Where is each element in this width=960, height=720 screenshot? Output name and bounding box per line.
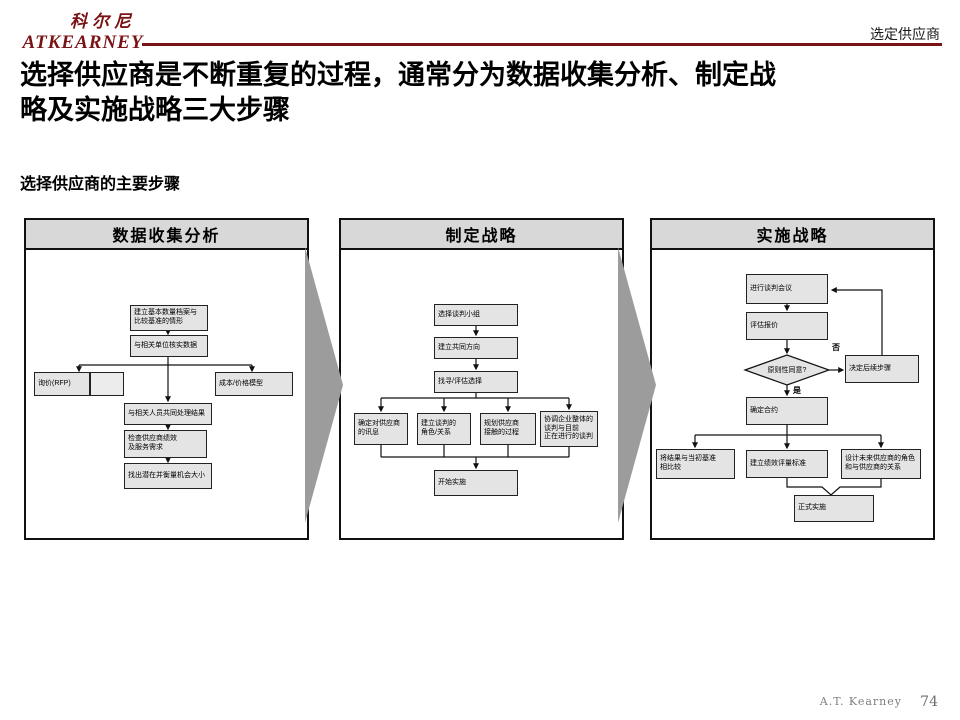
flow-box: 评估报价 <box>746 312 828 340</box>
flow-box: 检查供应商绩效 及服务需求 <box>124 430 207 458</box>
flow-connectors <box>76 329 255 464</box>
decision-diamond-label: 原则性同意? <box>767 367 807 374</box>
panel-data-collection-title: 数据收集分析 <box>26 220 307 250</box>
branch-no-label: 否 <box>832 343 840 352</box>
flow-box: 确定对供应商 的讯息 <box>354 413 408 445</box>
logo-chinese: 科尔尼 <box>70 12 136 31</box>
page-subtitle: 选择供应商的主要步骤 <box>20 176 181 193</box>
panel-strategy-development-title: 制定战略 <box>341 220 622 250</box>
flow-box: 开始实施 <box>434 470 518 496</box>
panel-strategy-implementation: 实施战略 <box>650 218 935 540</box>
panel-strategy-development-body: 选择谈判小组 建立共同方向 找寻/评估选择 确定对供应商 的讯息 建立谈判的 角… <box>341 250 622 536</box>
atkearney-logo: 科尔尼 ATKEARNEY <box>22 7 144 54</box>
flow-box: 建立共同方向 <box>434 337 518 359</box>
flow-box: 决定后续步骤 <box>845 355 919 383</box>
flow-box: 进行谈判会议 <box>746 274 828 304</box>
flow-box-blank <box>90 372 124 396</box>
page-title: 选择供应商是不断重复的过程，通常分为数据收集分析、制定战 略及实施战略三大步骤 <box>20 60 776 126</box>
flow-box: 找出潜在并衡量机会大小 <box>124 463 212 489</box>
flow-box: 与相关人员共同处理结果 <box>124 403 212 425</box>
flow-box: 询价(RFP) <box>34 372 90 396</box>
flow-box: 建立谈判的 角色/关系 <box>417 413 471 445</box>
flow-connectors <box>692 287 884 496</box>
header-rule <box>142 43 942 46</box>
flow-box: 成本/价格模型 <box>215 372 293 396</box>
flow-box: 协调企业整体的 谈判与目前 正在进行的谈判 <box>540 411 598 447</box>
panel-data-collection: 数据收集分析 建立基本数量档案与 比较基准的情形 <box>24 218 309 540</box>
flow-box: 规划供应商 接触的过程 <box>480 413 536 445</box>
page-number: 74 <box>920 694 938 710</box>
flow-box: 建立基本数量档案与 比较基准的情形 <box>130 305 208 331</box>
section-label: 选定供应商 <box>870 26 940 42</box>
flow-box: 设计未来供应商的角色 和与供应商的关系 <box>841 449 921 479</box>
panel-strategy-implementation-title: 实施战略 <box>652 220 933 250</box>
panel-data-collection-body: 建立基本数量档案与 比较基准的情形 与相关单位核实数据 询价(RFP) 成本/价… <box>26 250 307 536</box>
transition-arrow-icon <box>618 247 656 523</box>
flow-box: 正式实施 <box>794 495 874 522</box>
logo-english: ATKEARNEY <box>22 32 144 53</box>
panel-strategy-development: 制定战略 <box>339 218 624 540</box>
flow-box: 选择谈判小组 <box>434 304 518 326</box>
panel-strategy-implementation-body: 进行谈判会议 评估报价 原则性同意? 否 是 决定后续步骤 确定合约 将结果与当… <box>652 250 933 536</box>
branch-yes-label: 是 <box>793 386 801 395</box>
flow-box: 确定合约 <box>746 397 828 425</box>
flow-box: 建立绩效评量标准 <box>746 450 828 478</box>
footer-brand: A.T. Kearney <box>819 695 902 708</box>
flow-box: 找寻/评估选择 <box>434 371 518 393</box>
flow-box: 将结果与当初基准 相比较 <box>656 449 735 479</box>
flow-connectors <box>378 326 572 470</box>
transition-arrow-icon <box>305 247 343 523</box>
flow-box: 与相关单位核实数据 <box>130 335 208 357</box>
